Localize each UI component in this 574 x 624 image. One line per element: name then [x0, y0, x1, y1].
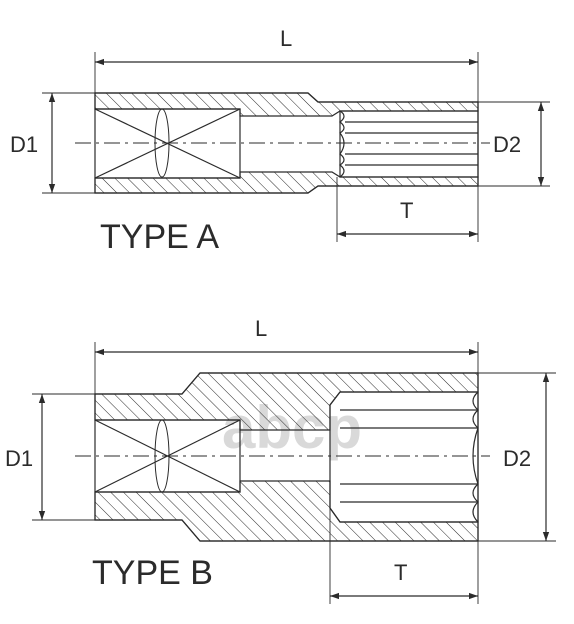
type-b-label-t: T [394, 560, 407, 585]
type-b-drive-cavity [95, 419, 241, 493]
type-b-lower-wall [94, 480, 479, 542]
type-b-label-d2: D2 [503, 446, 531, 471]
type-b-title: TYPE B [92, 554, 213, 592]
type-b-drawing [32, 342, 556, 604]
type-b-label-d1: D1 [5, 446, 33, 471]
type-a-label-t: T [400, 198, 413, 223]
type-a-drive-cavity [95, 108, 241, 179]
type-a-lower-wall [94, 171, 479, 194]
type-a-label-d1: D1 [10, 132, 38, 157]
type-a-upper-wall [94, 92, 479, 117]
type-b-label-l: L [255, 316, 267, 341]
type-a-label-d2: D2 [493, 132, 521, 157]
type-a-title: TYPE A [100, 218, 219, 256]
type-b-upper-wall [94, 372, 479, 431]
type-a-drawing [42, 52, 550, 242]
type-a-spline-bore [339, 110, 479, 178]
type-a-label-l: L [280, 26, 292, 51]
